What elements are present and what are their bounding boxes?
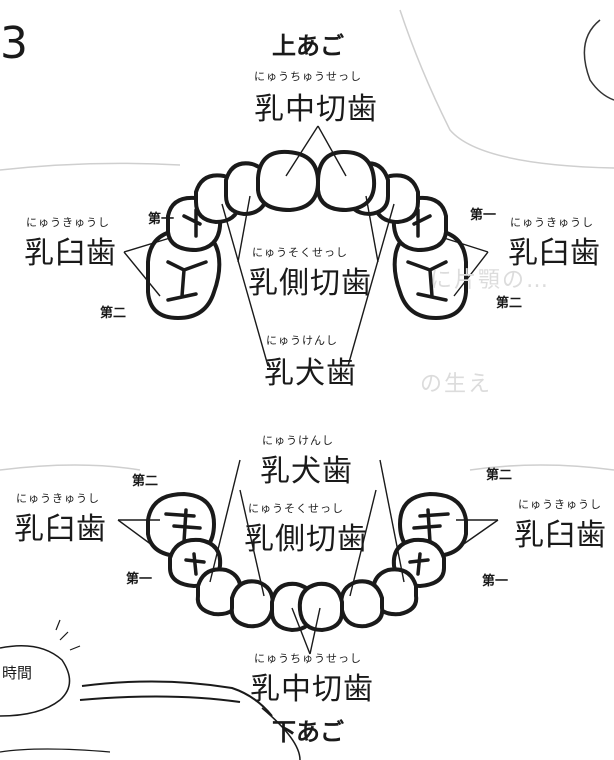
- lower-lateral-incisor-label: 乳側切歯: [244, 522, 368, 557]
- lower-right-first-label: 第一: [482, 574, 509, 589]
- speech-bubble-text: 時間: [2, 664, 33, 682]
- upper-canine-label: 乳犬歯: [264, 356, 357, 391]
- lower-canine-ruby: にゅうけんし: [262, 434, 334, 447]
- lower-central-incisor-ruby: にゅうちゅうせっし: [254, 652, 362, 665]
- background-text: に片顎の…: [430, 268, 551, 293]
- upper-left-first-label: 第一: [148, 212, 175, 227]
- lower-left-second-label: 第二: [132, 474, 159, 489]
- upper-lateral-incisor-ruby: にゅうそくせっし: [252, 246, 348, 259]
- upper-left-second-label: 第二: [100, 306, 127, 321]
- upper-left-molar-label: 乳臼歯: [24, 236, 117, 271]
- lower-central-incisor-label: 乳中切歯: [250, 672, 374, 707]
- upper-right-first-label: 第一: [470, 208, 497, 223]
- lower-jaw-title: 下あご: [272, 718, 344, 746]
- upper-jaw-title: 上あご: [272, 32, 344, 60]
- upper-central-incisor-label: 乳中切歯: [254, 92, 378, 127]
- lower-lateral-incisor-ruby: にゅうそくせっし: [248, 502, 344, 515]
- lower-right-molar-label: 乳臼歯: [514, 518, 607, 553]
- upper-left-molar-ruby: にゅうきゅうし: [26, 216, 110, 229]
- lower-right-molar-ruby: にゅうきゅうし: [518, 498, 602, 511]
- page-number: 3: [0, 18, 28, 69]
- lower-canine-label: 乳犬歯: [260, 454, 353, 489]
- lower-right-second-label: 第二: [486, 468, 513, 483]
- upper-lateral-incisor-label: 乳側切歯: [248, 266, 372, 301]
- upper-central-incisor-ruby: にゅうちゅうせっし: [254, 70, 362, 83]
- upper-right-second-label: 第二: [496, 296, 523, 311]
- upper-right-molar-ruby: にゅうきゅうし: [510, 216, 594, 229]
- lower-left-first-label: 第一: [126, 572, 153, 587]
- upper-canine-ruby: にゅうけんし: [266, 334, 338, 347]
- lower-left-molar-ruby: にゅうきゅうし: [16, 492, 100, 505]
- lower-left-molar-label: 乳臼歯: [14, 512, 107, 547]
- background-text: の生え: [420, 372, 493, 397]
- upper-right-molar-label: 乳臼歯: [508, 236, 601, 271]
